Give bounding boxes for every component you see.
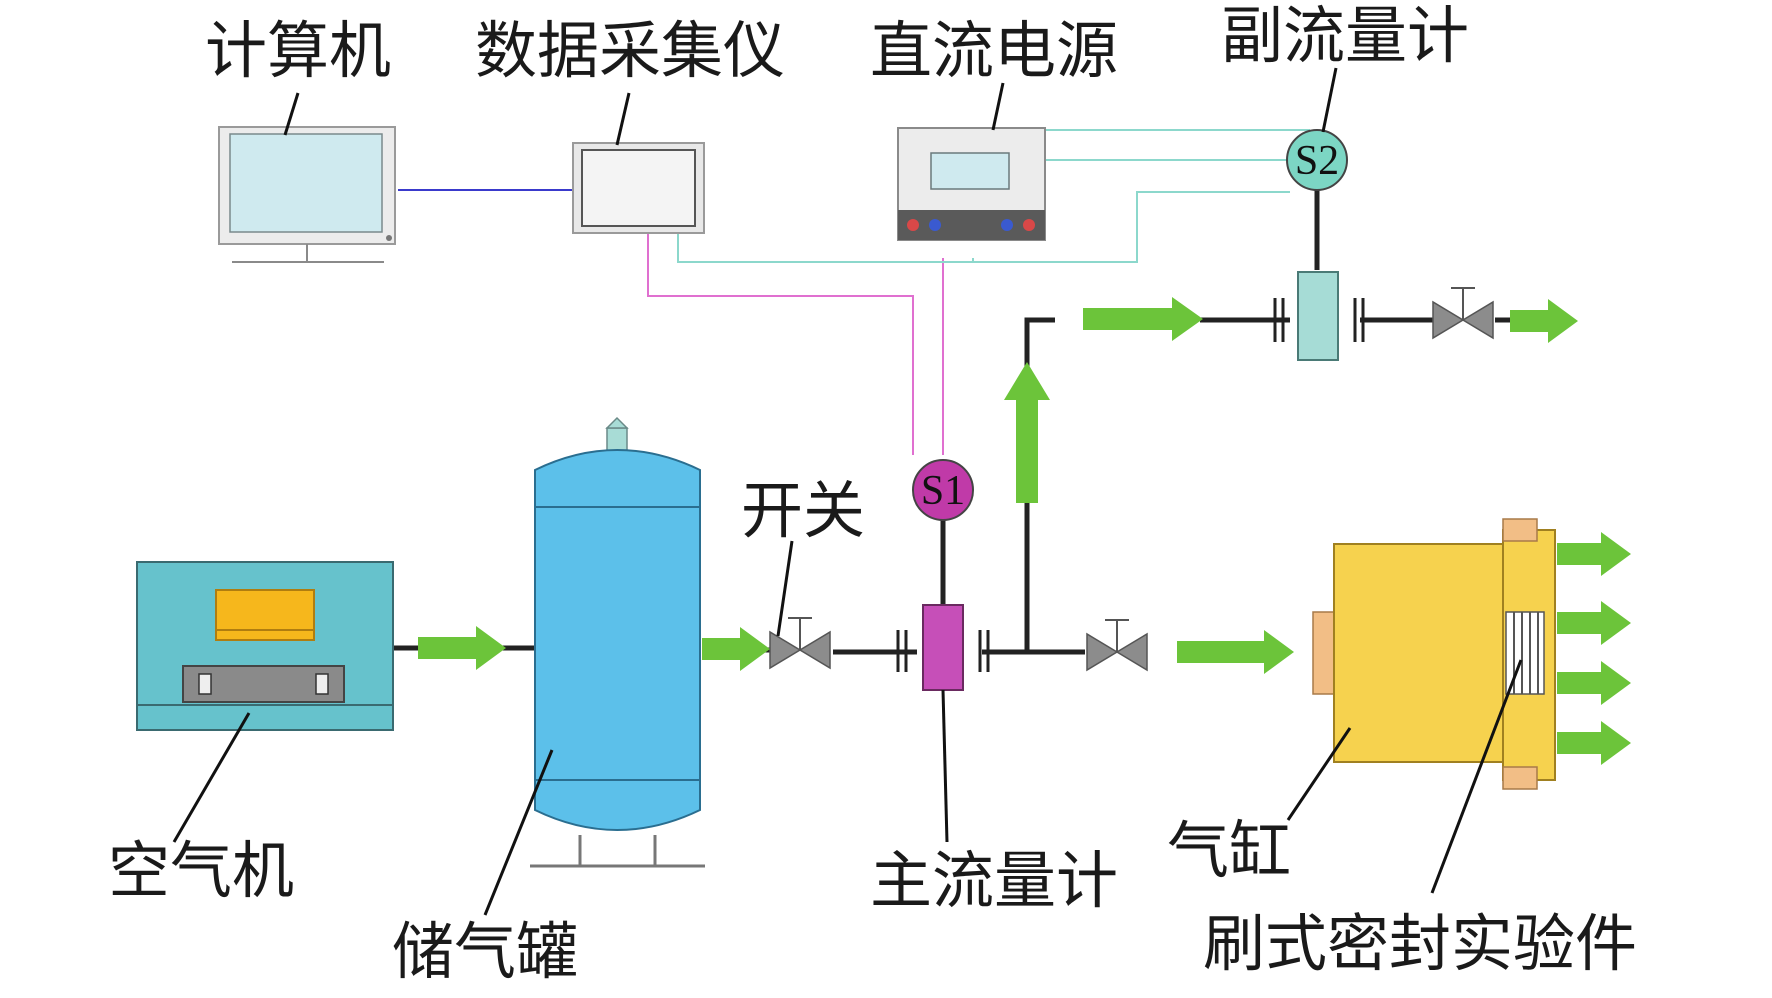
daq-unit [572,142,705,234]
leader-switch [776,540,794,637]
arrow-compressor-tank [418,626,506,670]
compressor-switch-1 [198,673,212,695]
arrow-bypass-right [1083,297,1203,341]
leader-main-flow [941,689,949,843]
power-terminal-red-1 [907,219,919,231]
sensor-s1: S1 [912,459,974,521]
leader-sub-flow [1321,67,1338,133]
storage-tank [530,416,705,868]
leader-compressor [172,712,251,843]
power-display [930,152,1010,190]
label-brush-seal-specimen: 刷式密封实验件 [1203,907,1638,980]
label-sub-flowmeter: 副流量计 [1221,0,1470,72]
computer-power-led [386,235,392,241]
signal-wires [398,129,1310,455]
brush-seal-specimen [1502,518,1556,790]
arrow-to-cylinder [1177,630,1294,674]
leader-brush-seal [1430,659,1523,894]
label-cylinder: 气缸 [1167,814,1292,887]
arrow-tank-valve [702,627,770,671]
power-terminal-panel [898,210,1045,240]
leader-lines [172,67,1523,916]
computer [218,126,396,263]
sensor-s2: S2 [1286,129,1348,191]
valve-bypass-outlet [1432,287,1494,340]
seal-bottom-cap [1502,766,1538,790]
label-switch: 开关 [741,474,866,547]
arrow-bypass-up [1004,362,1050,503]
leader-cylinder [1286,727,1352,821]
leader-daq [615,92,631,146]
label-air-compressor: 空气机 [108,834,295,907]
dc-power-supply [897,127,1046,241]
air-compressor [136,561,394,731]
computer-screen [229,133,383,233]
arrow-seal-leak-2 [1557,601,1631,645]
arrow-seal-leak-1 [1557,532,1631,576]
label-computer: 计算机 [205,14,392,87]
arrow-seal-leak-4 [1557,721,1631,765]
arrow-bypass-out [1510,299,1578,343]
label-tank: 储气罐 [392,915,579,988]
cylinder-inlet-flange [1312,611,1337,695]
compressor-display [215,589,315,641]
leader-computer [283,92,300,136]
valve-main-switch [769,617,831,670]
sensor-s1-label: S1 [921,468,965,514]
valve-cylinder-inlet [1086,619,1148,672]
cylinder [1312,543,1515,763]
leader-power [991,82,1005,131]
tank-body [534,449,701,831]
power-terminal-blue-1 [929,219,941,231]
label-daq: 数据采集仪 [475,14,786,87]
label-dc-power: 直流电源 [870,14,1119,87]
pipe-bypass [1024,317,1055,652]
wire-daq-s2 [677,191,1290,263]
flanges [896,298,1365,672]
daq-screen [581,149,696,227]
sub-flowmeter-body [1297,271,1339,361]
power-terminal-red-2 [1023,219,1035,231]
flow-arrows [418,297,1631,765]
arrow-seal-leak-3 [1557,661,1631,705]
label-main-flowmeter: 主流量计 [870,844,1119,917]
seal-top-cap [1502,518,1538,542]
leader-tank [483,749,554,916]
wire-daq-s1 [647,232,914,455]
tank-valve-cap [606,427,628,453]
cylinder-body [1333,543,1515,763]
power-terminal-blue-2 [1001,219,1013,231]
compressor-switch-2 [315,673,329,695]
sensor-s2-label: S2 [1295,138,1339,184]
main-flowmeter-body [922,604,964,691]
